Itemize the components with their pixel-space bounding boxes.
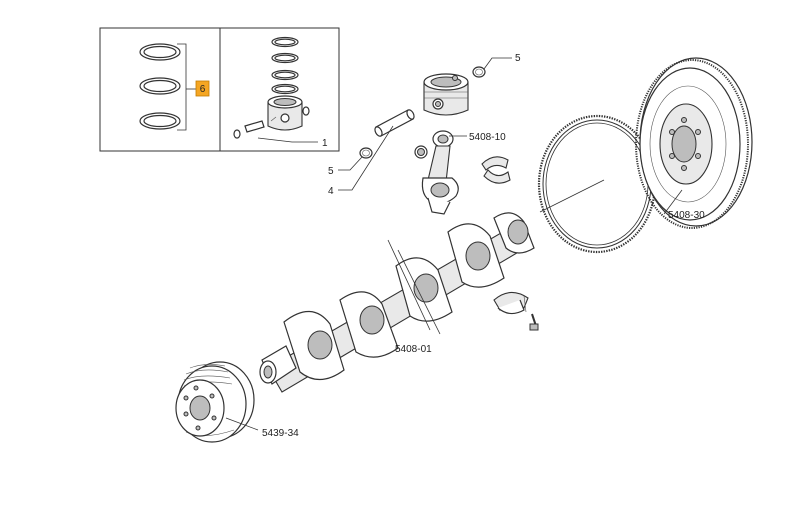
flywheel[interactable]	[635, 57, 753, 229]
main-bearing-bolt[interactable]	[529, 313, 539, 331]
connecting-rod[interactable]	[421, 130, 459, 215]
callout-5408-01-label: 5408-01	[395, 344, 432, 355]
circlip-top[interactable]	[472, 66, 486, 78]
callout-5439-34-label: 5439-34	[262, 428, 299, 439]
callout-4-label: 4	[328, 186, 334, 197]
inset-piston-assembly[interactable]	[233, 36, 310, 139]
callout-5-bottom-label: 5	[328, 166, 334, 177]
circlip-bottom[interactable]	[359, 147, 373, 159]
callout-5408-30-label: 5408-30	[668, 210, 705, 221]
callout-5-top-label: 5	[515, 53, 521, 64]
damper-pulley[interactable]	[175, 361, 255, 443]
main-bearing-shell[interactable]	[493, 291, 529, 315]
crankshaft[interactable]	[259, 212, 535, 393]
callout-5408-10-label: 5408-10	[469, 132, 506, 143]
rod-bearing-shells[interactable]	[481, 156, 511, 184]
small-end-bushing[interactable]	[414, 145, 428, 159]
piston-rings-set[interactable]	[139, 43, 196, 131]
callout-6-label: 6	[200, 84, 206, 95]
piston[interactable]	[423, 73, 469, 116]
piston-pin[interactable]	[374, 109, 416, 138]
ring-gear[interactable]	[537, 114, 657, 254]
callout-6-badge[interactable]: 6	[195, 80, 210, 97]
callout-1-label: 1	[322, 138, 328, 149]
inset-box: 6	[99, 27, 340, 152]
